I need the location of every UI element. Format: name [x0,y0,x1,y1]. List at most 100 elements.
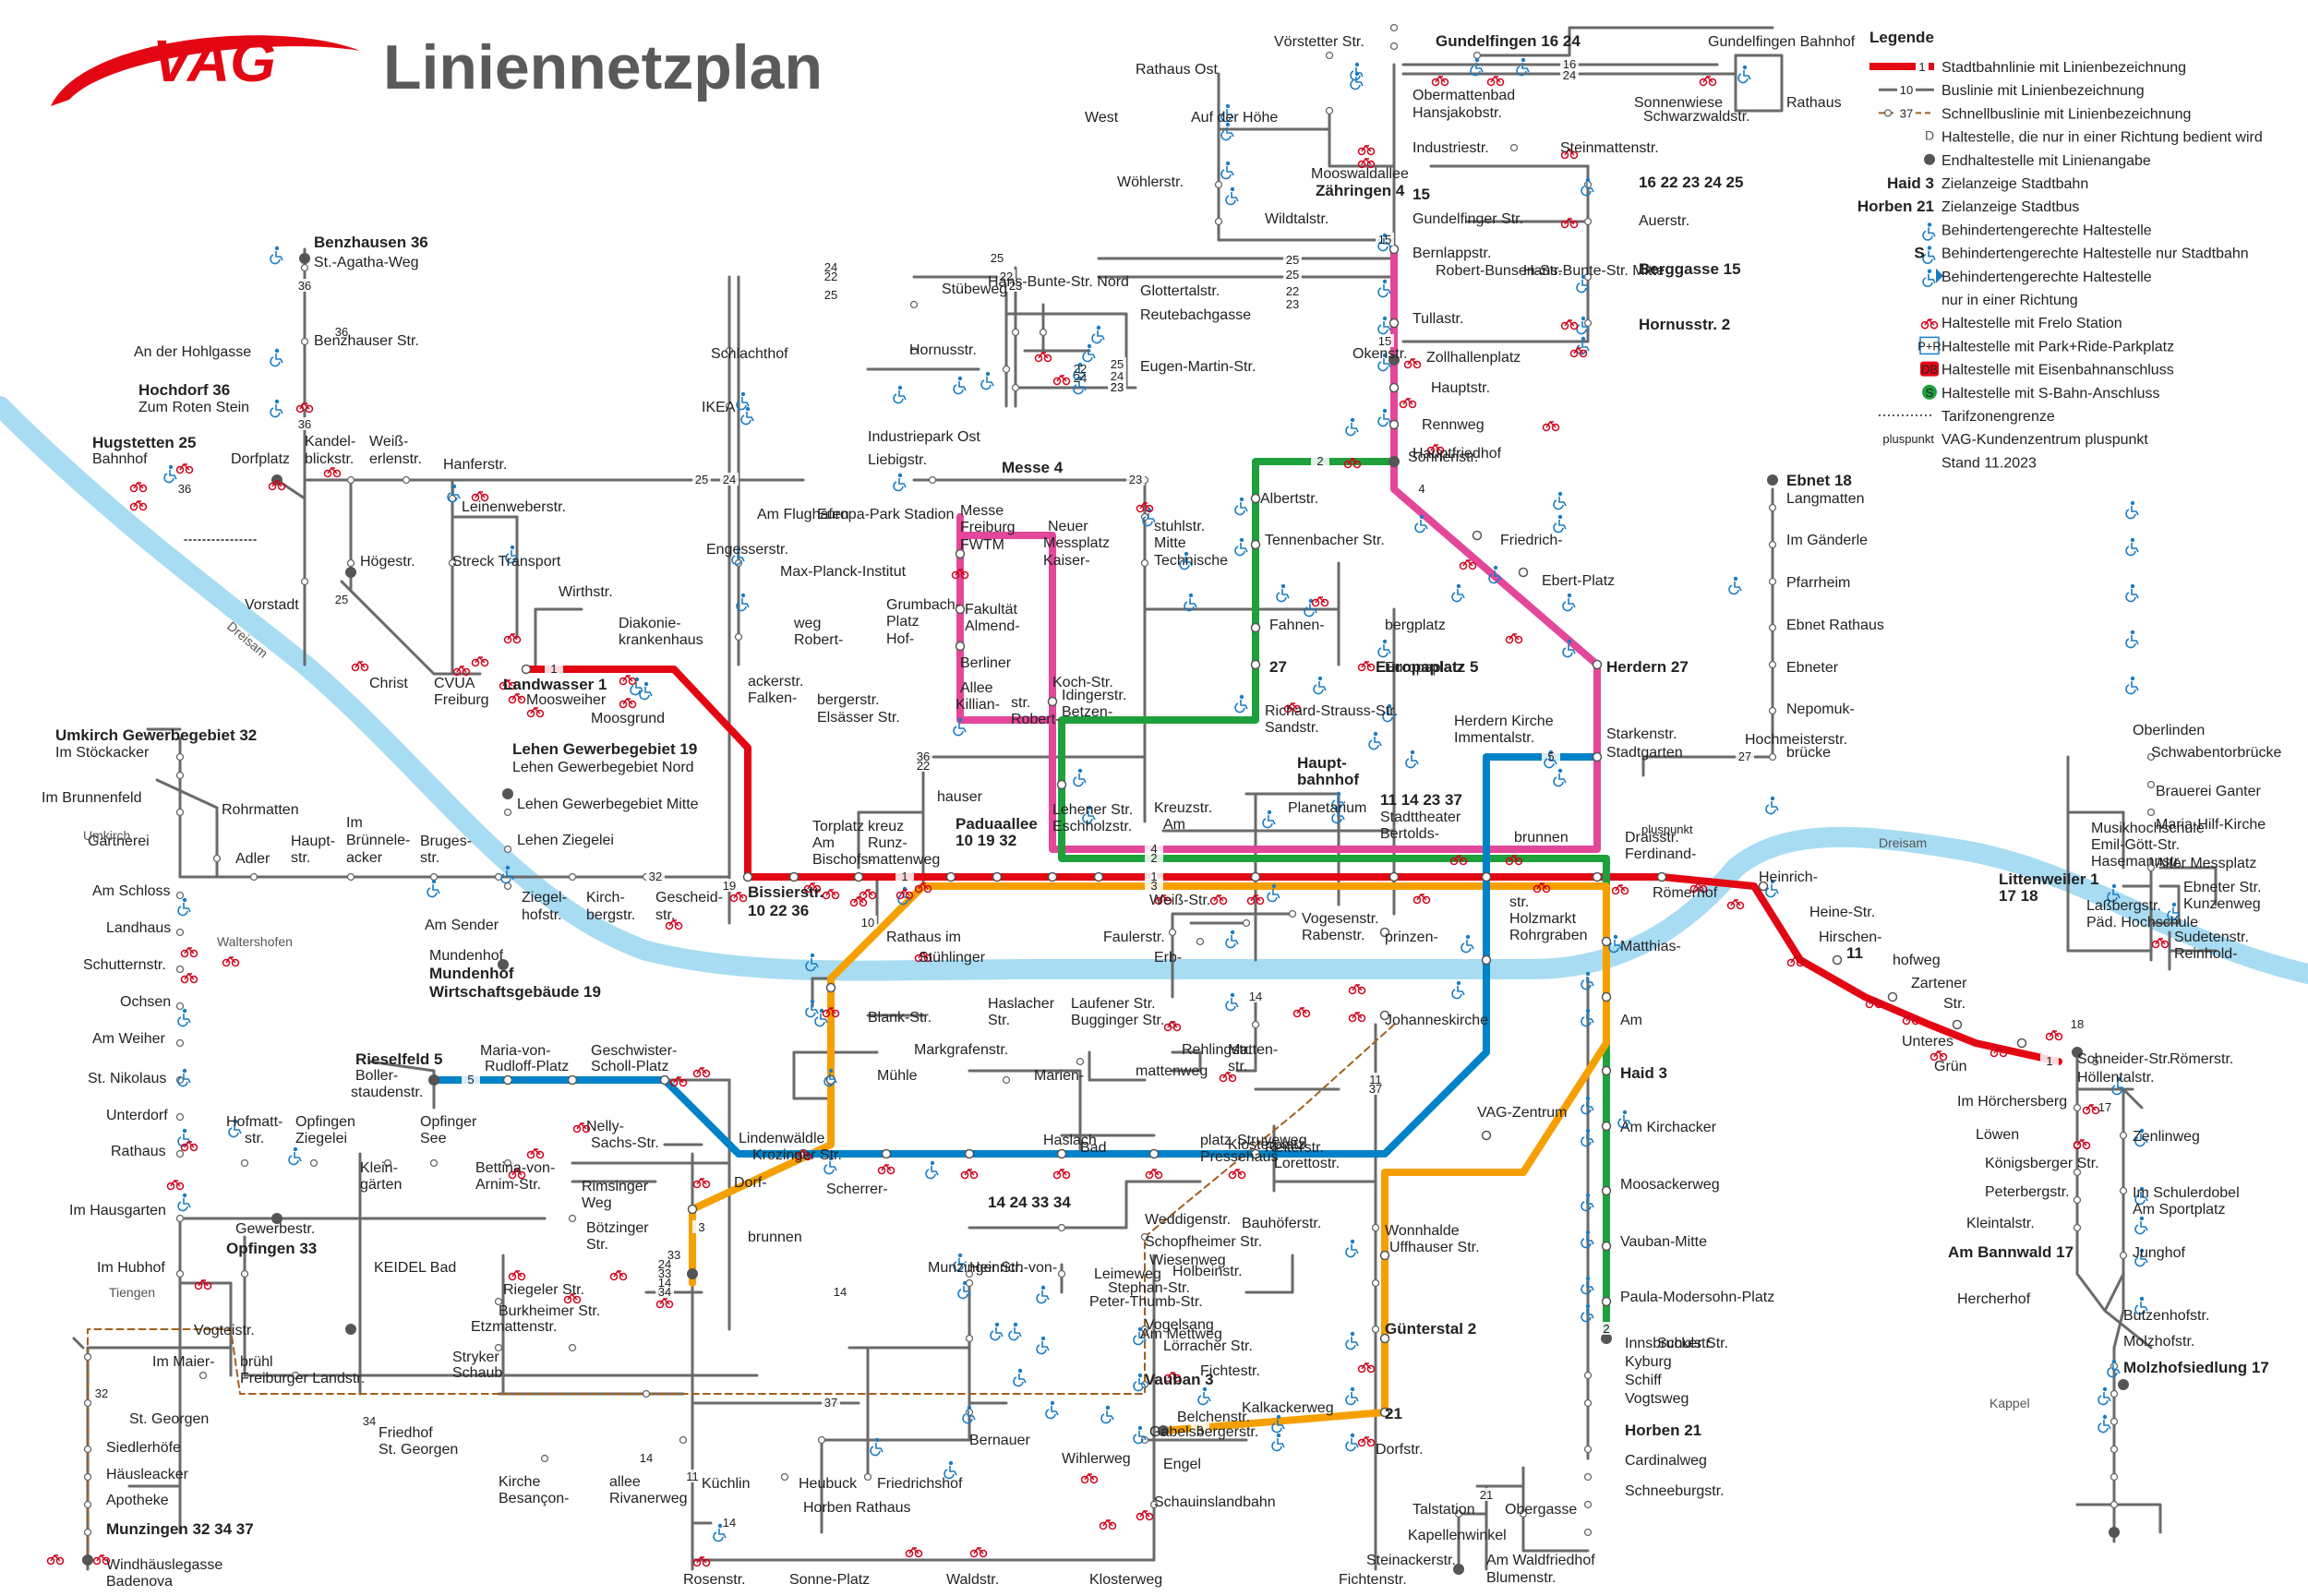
station-label: 10 19 32 [956,832,1016,849]
wheelchair-icon-head [1733,576,1738,582]
wheelchair-icon-body [1234,502,1248,516]
wheelchair-icon-body [1368,737,1382,750]
bike-icon-wheel [831,891,840,900]
bus-stop-marker [494,1297,503,1306]
bus-stop-marker [780,1472,789,1482]
line-number-tag: 36 [917,750,930,763]
bus-stop-marker [2110,1389,2119,1398]
wheelchair-icon [1488,565,1502,584]
station-label: Leimeweg [1094,1266,1161,1282]
station-label: hofweg [1893,953,1941,968]
station-label: Tullastr. [1412,311,1463,327]
line-number-tag: 36 [298,279,311,293]
bus-stop-marker [1583,180,1593,189]
bus-stop-marker [448,558,457,568]
wheelchair-icon-head [1188,593,1194,598]
bike-icon-frame [133,481,144,489]
bike-icon-wheel [1228,1170,1237,1180]
wheelchair-icon [270,246,283,265]
bus-stop-marker [2146,863,2156,872]
station-label: Allee [960,680,993,696]
wheelchair-icon [1922,269,1936,288]
station-label: Herdern 27 [1606,658,1689,676]
wheelchair-icon-head [1567,593,1572,598]
wheelchair-icon-body [1345,423,1359,437]
bike-icon-wheel [129,484,138,493]
station-label: Gabelsbergerstr. [1149,1424,1258,1440]
wheelchair-icon-body [2125,635,2139,649]
wheelchair-icon-head [505,865,511,870]
bike-icon-frame [133,499,144,508]
station-label: Hans-Bunte-Str. Nord [988,274,1129,290]
station-label: Sonnenwiese [1634,95,1723,111]
wheelchair-icon-body [1220,109,1234,123]
wheelchair-icon [1377,408,1391,427]
station-label: Erb- [1154,950,1182,966]
wheelchair-icon [740,406,754,426]
wheelchair-icon-head [810,953,815,958]
bike-icon [1154,894,1172,906]
legend-item-text: Zielanzeige Stadtbahn [1941,176,2088,192]
wheelchair-icon-head [1230,186,1235,192]
station-label: Almend- [965,618,1020,634]
station-label: Okenstr. [1352,346,1408,362]
line-tag-bg [831,1285,849,1298]
bike-icon-wheel [2082,1106,2091,1115]
terminus-marker [345,567,356,578]
station-label: str. [291,850,310,866]
line-number-tag: 24 [1563,68,1576,82]
stop-marker [1656,871,1667,882]
station-label: See [420,1131,447,1146]
station-label: Lehen Gewerbegebiet Nord [512,760,694,775]
wheelchair-icon-head [2130,676,2135,681]
wheelchair-icon [163,464,177,484]
wheelchair-icon [177,1008,191,1027]
wheelchair-icon [447,484,461,503]
bus-stop-marker [1768,706,1777,715]
bus-stop-marker [1389,23,1399,32]
bike-icon-wheel [92,1556,102,1566]
line-tag-bg [332,325,351,338]
bus-stop-marker [2110,1472,2119,1482]
bike-icon [1357,1362,1376,1374]
bike-icon-wheel [2151,940,2160,949]
legend-item-text: Behindertengerechte Haltestelle nur Stad… [1941,246,2249,262]
bike-icon [526,1147,545,1159]
wheelchair-icon-head [1230,992,1235,998]
bike-icon-wheel [508,1170,517,1180]
legend-item-text: Haltestelle, die nur in einer Richtung b… [1941,130,2263,146]
bike-icon [508,1269,526,1281]
bike-icon-frame [955,568,966,576]
station-label: acker [346,850,383,866]
bike-icon-wheel [1569,220,1579,229]
station-label: Wonnhalde [1385,1223,1460,1239]
wheelchair-icon-head [874,1437,880,1443]
wheelchair-icon-head [1419,514,1424,520]
wheelchair-icon [2134,1186,2148,1206]
bike-icon-frame [1490,75,1501,83]
bike-icon [1689,882,1708,894]
bus-stop-marker [503,1158,512,1168]
bike-icon [1426,443,1445,455]
bike-icon-wheel [512,635,522,644]
wheelchair-icon [1516,57,1530,77]
bike-icon-wheel [1136,504,1145,513]
bike-icon-frame [798,1149,809,1158]
wheelchair-icon [1313,676,1327,695]
legend-sample-tram: Haid 3 [1887,174,1934,192]
line-tag-bg [462,1073,480,1086]
bike-icon-wheel [822,891,831,900]
station-label: VAG-Zentrum [1477,1105,1568,1121]
wheelchair-icon-body [1225,935,1239,949]
legend-item-text: Endhaltestelle mit Linienangabe [1941,153,2151,169]
wheelchair-icon [1133,1425,1147,1445]
wheelchair-icon-body [270,251,283,265]
bike-icon-wheel [129,502,138,511]
wheelchair-icon-head [1040,1285,1046,1290]
bus-line-segment [2158,866,2218,906]
wheelchair-icon [500,865,514,884]
station-label: Dorfstr. [1376,1442,1424,1458]
wheelchair-icon-head [2116,1076,2122,1082]
line-number-tag: 15 [1378,233,1391,246]
bike-icon-wheel [1920,320,1929,330]
